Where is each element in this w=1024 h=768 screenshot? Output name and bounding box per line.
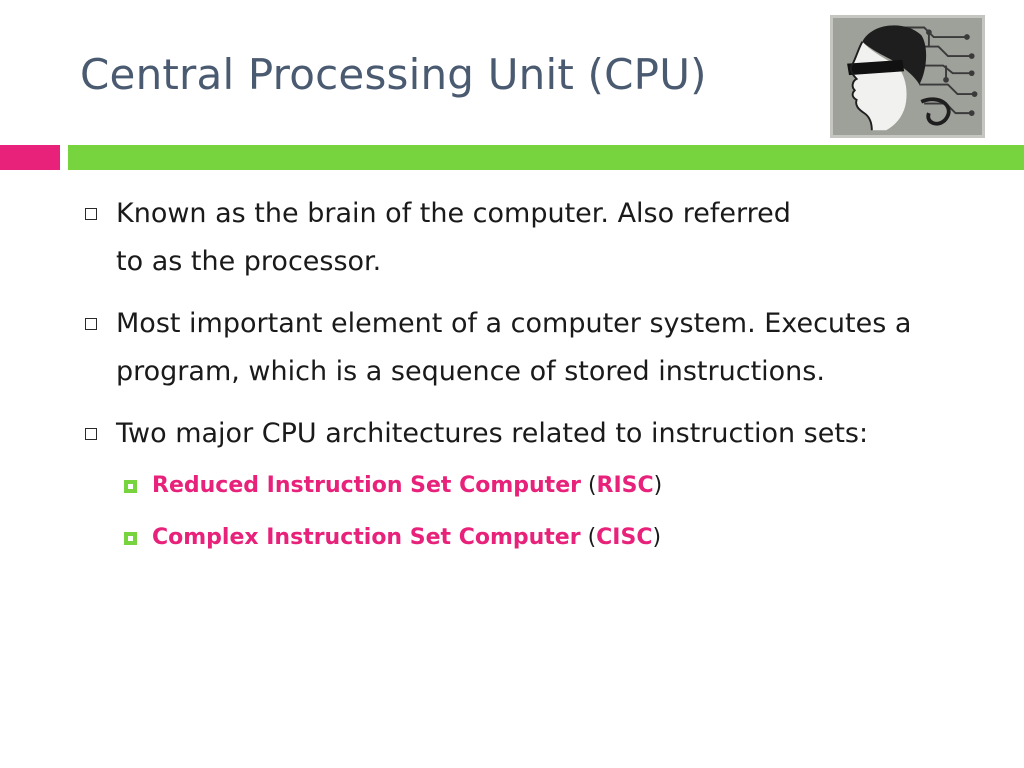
cyber-head-icon bbox=[833, 18, 982, 135]
bullet-text: Most important element of a computer sys… bbox=[116, 308, 912, 387]
architecture-abbr: CISC bbox=[596, 525, 653, 550]
accent-bar-pink bbox=[0, 145, 60, 170]
square-bullet-icon bbox=[85, 428, 97, 440]
sub-bullet-item: Complex Instruction Set Computer (CISC) bbox=[116, 512, 980, 564]
bullet-item: Most important element of a computer sys… bbox=[80, 300, 980, 396]
slide-body: Known as the brain of the computer. Also… bbox=[80, 190, 980, 578]
paren-open: ( bbox=[580, 473, 597, 498]
logo-image bbox=[830, 15, 985, 138]
bullet-text: Two major CPU architectures related to i… bbox=[116, 418, 869, 449]
paren-open: ( bbox=[580, 525, 597, 550]
architecture-abbr: RISC bbox=[596, 473, 654, 498]
architecture-name: Reduced Instruction Set Computer bbox=[152, 473, 581, 498]
paren-close: ) bbox=[653, 473, 663, 498]
accent-bar-green bbox=[68, 145, 1024, 170]
bullet-item: Known as the brain of the computer. Also… bbox=[80, 190, 980, 286]
square-bullet-icon bbox=[85, 208, 97, 220]
architecture-name: Complex Instruction Set Computer bbox=[152, 525, 581, 550]
sub-bullet-item: Reduced Instruction Set Computer (RISC) bbox=[116, 460, 980, 512]
paren-close: ) bbox=[652, 525, 662, 550]
bullet-item: Two major CPU architectures related to i… bbox=[80, 410, 980, 564]
sub-bullet-list: Reduced Instruction Set Computer (RISC) … bbox=[116, 460, 980, 564]
green-square-bullet-icon bbox=[124, 532, 137, 545]
slide-title: Central Processing Unit (CPU) bbox=[80, 50, 707, 99]
square-bullet-icon bbox=[85, 318, 97, 330]
bullet-text: Known as the brain of the computer. Also… bbox=[116, 198, 791, 277]
bullet-list: Known as the brain of the computer. Also… bbox=[80, 190, 980, 564]
green-square-bullet-icon bbox=[124, 480, 137, 493]
